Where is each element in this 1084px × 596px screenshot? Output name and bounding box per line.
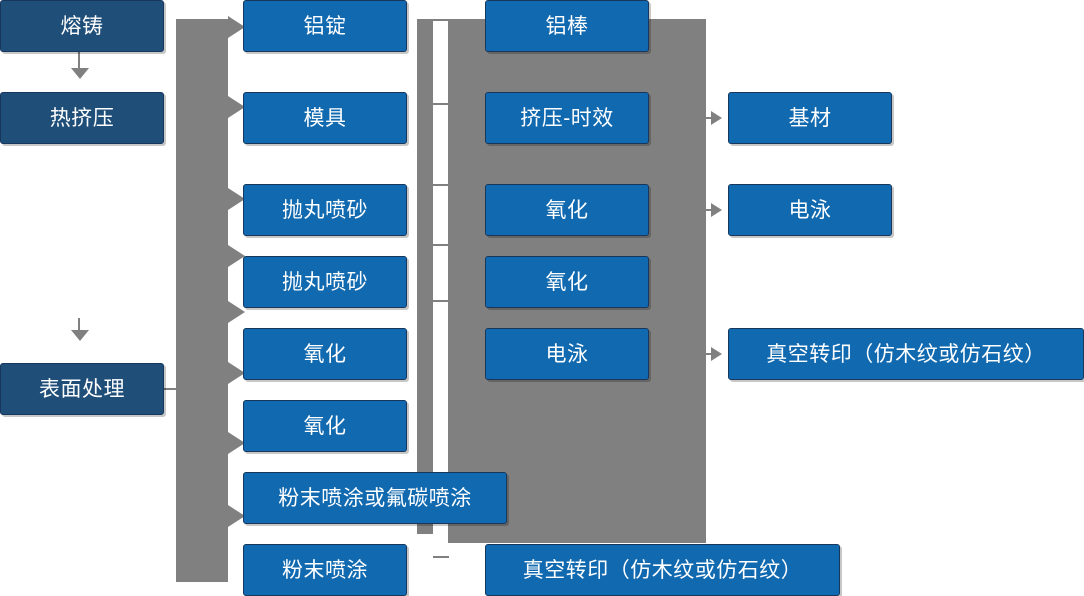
stage-to-input-bar	[176, 19, 228, 582]
output-label-vacuum-transfer: 真空转印（仿木纹或仿石纹）	[766, 342, 1046, 366]
operation-label-electrophoresis: 电泳	[545, 342, 589, 366]
operation-label-aluminium-bar: 铝棒	[545, 14, 589, 38]
input-box-powder-coating[interactable]: 粉末喷涂	[243, 544, 407, 596]
bar1-arrow-1	[228, 16, 245, 38]
operation-label-oxidation-1: 氧化	[545, 198, 589, 222]
input-box-shot-blasting-1[interactable]: 抛丸喷砂	[243, 184, 407, 236]
bridge-tick-4	[433, 244, 449, 246]
input-to-operation-rail	[417, 19, 433, 534]
op-to-out-stub-2	[706, 209, 715, 211]
output-box-electrophoresis[interactable]: 电泳	[728, 184, 892, 236]
op-to-out-arrow-2	[711, 203, 722, 217]
op-to-out-arrow-3	[711, 347, 722, 361]
output-box-base-material[interactable]: 基材	[728, 92, 892, 144]
input-label-oxidation-2: 氧化	[303, 414, 347, 438]
stage-melt-cast-connector	[78, 52, 80, 70]
operation-box-aluminium-bar[interactable]: 铝棒	[485, 0, 649, 52]
input-box-oxidation-2[interactable]: 氧化	[243, 400, 407, 452]
output-label-electrophoresis: 电泳	[788, 198, 832, 222]
input-label-powder-or-pvdf: 粉末喷涂或氟碳喷涂	[278, 486, 472, 510]
input-label-mould: 模具	[303, 106, 347, 130]
input-box-aluminium-ingot[interactable]: 铝锭	[243, 0, 407, 52]
bridge-tick-3	[433, 184, 449, 186]
operation-box-oxidation-2[interactable]: 氧化	[485, 256, 649, 308]
bar1-arrow-6	[228, 362, 245, 384]
operation-box-electrophoresis[interactable]: 电泳	[485, 328, 649, 380]
input-label-shot-blasting-2: 抛丸喷砂	[282, 270, 368, 294]
bar1-arrow-3	[228, 188, 245, 210]
input-label-shot-blasting-1: 抛丸喷砂	[282, 198, 368, 222]
stage-box-surface-treatment[interactable]: 表面处理	[0, 363, 164, 415]
op-to-out-stub-1	[706, 117, 715, 119]
stage-surface-treat-stub	[164, 388, 178, 390]
input-box-powder-or-pvdf[interactable]: 粉末喷涂或氟碳喷涂	[243, 472, 507, 524]
stage-box-hot-extrusion[interactable]: 热挤压	[0, 92, 164, 144]
operation-label-extrusion-aging: 挤压-时效	[520, 106, 614, 130]
operation-box-extrusion-aging[interactable]: 挤压-时效	[485, 92, 649, 144]
stage-surface-treat-connector	[78, 318, 80, 332]
input-label-aluminium-ingot: 铝锭	[303, 14, 347, 38]
output-label-base-material: 基材	[788, 106, 832, 130]
operation-label-oxidation-2: 氧化	[545, 270, 589, 294]
input-box-oxidation-1[interactable]: 氧化	[243, 328, 407, 380]
operation-box-oxidation-1[interactable]: 氧化	[485, 184, 649, 236]
input-label-oxidation-1: 氧化	[303, 342, 347, 366]
operation-label-vacuum-transfer: 真空转印（仿木纹或仿石纹）	[522, 558, 803, 582]
bar1-arrow-2	[228, 96, 245, 118]
input-box-mould[interactable]: 模具	[243, 92, 407, 144]
stage-surface-treat-elbow-arrow	[71, 330, 89, 341]
bridge-tick-5	[433, 300, 449, 302]
op-to-out-stub-3	[706, 353, 715, 355]
bridge-tick-1	[433, 19, 449, 21]
stage-label-melt-cast: 熔铸	[60, 14, 104, 38]
bridge-tick-2	[433, 103, 449, 105]
bar1-arrow-5	[228, 301, 245, 323]
stage-label-hot-extrusion: 热挤压	[49, 106, 115, 130]
bar1-arrow-7	[228, 432, 245, 454]
op-to-out-arrow-1	[711, 111, 722, 125]
output-box-vacuum-transfer[interactable]: 真空转印（仿木纹或仿石纹）	[728, 328, 1084, 380]
operation-box-vacuum-transfer[interactable]: 真空转印（仿木纹或仿石纹）	[485, 544, 840, 596]
stage-label-surface-treatment: 表面处理	[39, 377, 125, 401]
bar1-arrow-8	[228, 505, 245, 527]
bar1-arrow-4	[228, 245, 245, 267]
bridge-tick-6	[433, 556, 449, 558]
input-label-powder-coating: 粉末喷涂	[282, 558, 368, 582]
stage-melt-cast-elbow-arrow	[71, 68, 89, 79]
stage-box-melt-cast[interactable]: 熔铸	[0, 0, 164, 52]
input-box-shot-blasting-2[interactable]: 抛丸喷砂	[243, 256, 407, 308]
